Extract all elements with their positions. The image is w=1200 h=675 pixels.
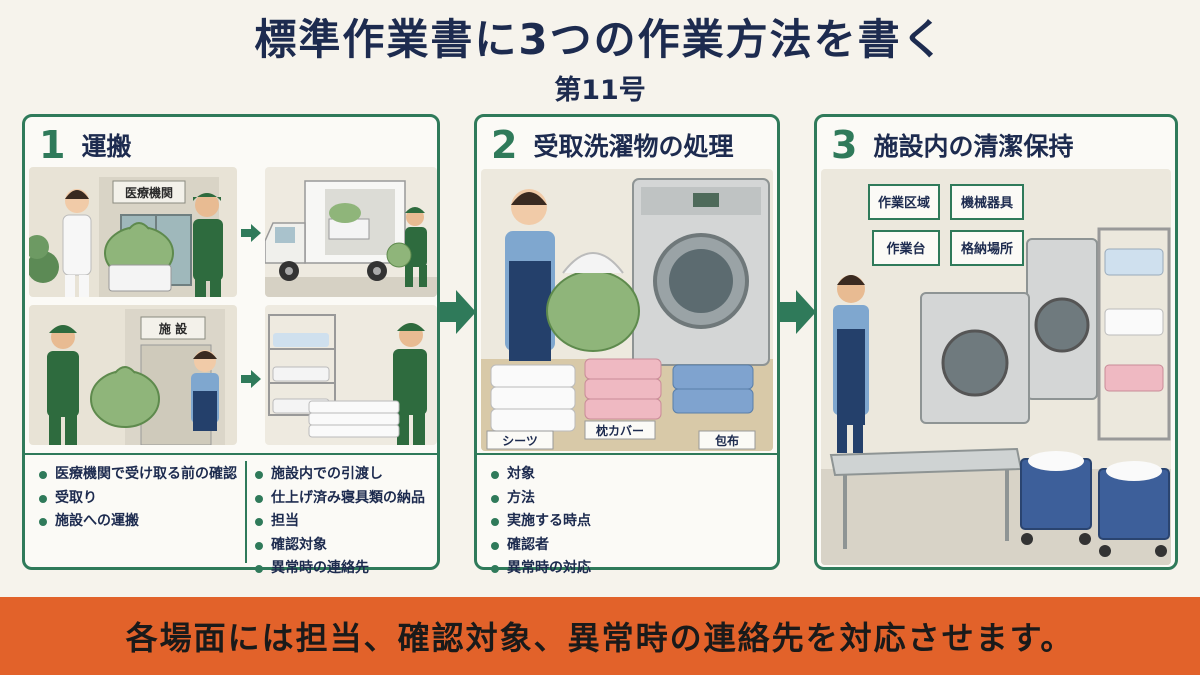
label-sheets: シーツ (502, 434, 538, 448)
arrow-right-icon (241, 224, 261, 242)
summary-banner: 各場面には担当、確認対象、異常時の連絡先を対応させます。 (0, 597, 1200, 675)
label-pillowcase: 枕カバー (596, 423, 644, 438)
panel-number: 3 (831, 123, 858, 167)
panel-header: 2 受取洗濯物の処理 (491, 123, 733, 167)
panel-number: 2 (491, 123, 518, 167)
panel-header: 1 運搬 (39, 123, 131, 167)
sign-workbench: 作業台 (886, 241, 925, 257)
panel-header: 3 施設内の清潔保持 (831, 123, 1073, 167)
arrow-right-icon (780, 290, 816, 334)
list-item: 仕上げ済み寝具類の納品 (255, 487, 425, 511)
sign-storage: 格納場所 (961, 241, 1013, 257)
illustration-facility-handover: 施 設 (29, 305, 237, 445)
list-item: 異常時の対応 (491, 557, 767, 581)
panel-title: 運搬 (81, 132, 132, 161)
list-item: 施設内での引渡し (255, 463, 425, 487)
transport-checklist: 医療機関で受け取る前の確認 受取り 施設への運搬 施設内での引渡し 仕上げ済み寝… (25, 453, 437, 576)
panel-laundry-processing: 2 受取洗濯物の処理 (474, 114, 780, 576)
illustration-linen-delivery (265, 305, 437, 445)
list-item: 実施する時点 (491, 510, 767, 534)
panel-transport: 1 運搬 医療機関 (22, 114, 440, 576)
arrow-right-icon (241, 370, 261, 388)
illustration-clean-facility: 作業区域 機械器具 作業台 格納場所 (821, 169, 1171, 565)
list-item: 確認対象 (255, 534, 425, 558)
illustration-truck (265, 167, 437, 297)
list-item: 担当 (255, 510, 425, 534)
page-subtitle: 第11号 (554, 75, 646, 106)
panel-facility-cleanliness: 3 施設内の清潔保持 作業区域 機械器具 作業台 格納場所 (814, 114, 1178, 570)
list-item: 対象 (491, 463, 767, 487)
list-item: 受取り (39, 487, 237, 511)
page-title: 標準作業書に3つの作業方法を書く (254, 15, 946, 64)
checklist-left: 医療機関で受け取る前の確認 受取り 施設への運搬 (39, 463, 237, 534)
processing-checklist: 対象 方法 実施する時点 確認者 異常時の対応 (477, 453, 777, 576)
sign-facility: 施 設 (159, 321, 188, 336)
panel-title: 施設内の清潔保持 (873, 132, 1074, 161)
list-item: 施設への運搬 (39, 510, 237, 534)
list-item: 確認者 (491, 534, 767, 558)
panel-number: 1 (39, 123, 66, 167)
list-item: 医療機関で受け取る前の確認 (39, 463, 237, 487)
checklist-right: 施設内での引渡し 仕上げ済み寝具類の納品 担当 確認対象 異常時の連絡先 (255, 463, 425, 581)
illustration-sorting-laundry: シーツ 枕カバー 包布 (481, 169, 773, 451)
sign-machinery: 機械器具 (961, 195, 1013, 211)
summary-text: 各場面には担当、確認対象、異常時の連絡先を対応させます。 (125, 619, 1075, 657)
sign-work-area: 作業区域 (878, 195, 930, 211)
sign-hospital: 医療機関 (125, 185, 173, 200)
panel-title: 受取洗濯物の処理 (533, 132, 734, 161)
arrow-right-icon (440, 290, 476, 334)
illustration-hospital-handover: 医療機関 (29, 167, 237, 297)
list-item: 方法 (491, 487, 767, 511)
column-divider (245, 461, 247, 563)
list-item: 異常時の連絡先 (255, 557, 425, 581)
label-duvet-cover: 包布 (714, 433, 739, 448)
